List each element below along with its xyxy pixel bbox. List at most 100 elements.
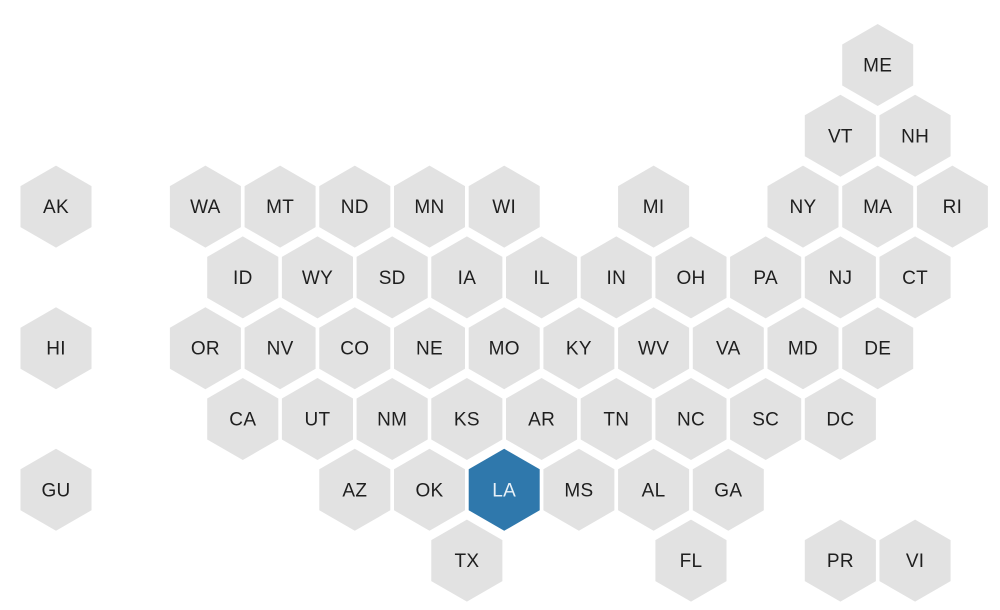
- state-tile-vt[interactable]: VT: [804, 94, 876, 177]
- state-hex-id[interactable]: [207, 236, 279, 319]
- state-tile-sc[interactable]: SC: [730, 378, 802, 460]
- state-tile-de[interactable]: DE: [842, 307, 914, 390]
- state-tile-wy[interactable]: WY: [281, 236, 353, 319]
- state-tile-nm[interactable]: NM: [356, 378, 428, 460]
- state-tile-vi[interactable]: VI: [879, 519, 951, 602]
- state-hex-ok[interactable]: [394, 448, 465, 531]
- state-tile-nc[interactable]: NC: [655, 378, 727, 460]
- state-tile-nj[interactable]: NJ: [804, 236, 876, 319]
- state-tile-pa[interactable]: PA: [730, 236, 802, 319]
- state-hex-il[interactable]: [506, 236, 578, 319]
- state-tile-wa[interactable]: WA: [169, 165, 241, 248]
- state-tile-ga[interactable]: GA: [692, 448, 764, 531]
- state-hex-mt[interactable]: [244, 165, 316, 248]
- state-hex-oh[interactable]: [655, 236, 727, 319]
- state-hex-ks[interactable]: [431, 378, 503, 460]
- state-hex-md[interactable]: [767, 307, 839, 390]
- state-hex-nj[interactable]: [804, 236, 876, 319]
- state-tile-co[interactable]: CO: [319, 307, 391, 390]
- state-hex-ca[interactable]: [207, 378, 279, 460]
- state-tile-me[interactable]: ME: [842, 24, 914, 106]
- state-hex-fl[interactable]: [655, 519, 727, 602]
- state-hex-me[interactable]: [842, 24, 914, 106]
- state-hex-vi[interactable]: [879, 519, 951, 602]
- state-tile-wi[interactable]: WI: [468, 165, 540, 248]
- state-hex-mn[interactable]: [394, 165, 465, 248]
- state-hex-ia[interactable]: [431, 236, 503, 319]
- state-tile-ks[interactable]: KS: [431, 378, 503, 460]
- state-hex-nv[interactable]: [244, 307, 316, 390]
- state-tile-tx[interactable]: TX: [431, 519, 503, 602]
- state-tile-ma[interactable]: MA: [842, 165, 914, 248]
- state-tile-ms[interactable]: MS: [543, 448, 615, 531]
- state-hex-va[interactable]: [692, 307, 764, 390]
- state-tile-il[interactable]: IL: [506, 236, 578, 319]
- state-hex-ny[interactable]: [767, 165, 839, 248]
- state-hex-sc[interactable]: [730, 378, 802, 460]
- state-hex-ma[interactable]: [842, 165, 914, 248]
- state-tile-or[interactable]: OR: [169, 307, 241, 390]
- state-tile-ne[interactable]: NE: [394, 307, 465, 390]
- state-hex-wi[interactable]: [468, 165, 540, 248]
- state-tile-la[interactable]: LA: [468, 448, 540, 531]
- state-tile-nd[interactable]: ND: [319, 165, 391, 248]
- state-tile-md[interactable]: MD: [767, 307, 839, 390]
- state-tile-pr[interactable]: PR: [804, 519, 876, 602]
- state-tile-ct[interactable]: CT: [879, 236, 951, 319]
- state-hex-mi[interactable]: [618, 165, 690, 248]
- state-hex-gu[interactable]: [20, 448, 92, 531]
- state-tile-va[interactable]: VA: [692, 307, 764, 390]
- state-tile-ny[interactable]: NY: [767, 165, 839, 248]
- state-hex-in[interactable]: [580, 236, 652, 319]
- state-hex-nc[interactable]: [655, 378, 727, 460]
- state-hex-ar[interactable]: [506, 378, 578, 460]
- state-tile-mi[interactable]: MI: [618, 165, 690, 248]
- state-tile-fl[interactable]: FL: [655, 519, 727, 602]
- state-tile-ca[interactable]: CA: [207, 378, 279, 460]
- state-tile-mn[interactable]: MN: [394, 165, 465, 248]
- state-hex-vt[interactable]: [804, 94, 876, 177]
- state-tile-ri[interactable]: RI: [916, 165, 988, 248]
- state-hex-ct[interactable]: [879, 236, 951, 319]
- state-tile-sd[interactable]: SD: [356, 236, 428, 319]
- state-hex-mo[interactable]: [468, 307, 540, 390]
- state-hex-ak[interactable]: [20, 165, 92, 248]
- state-hex-wv[interactable]: [618, 307, 690, 390]
- state-hex-tx[interactable]: [431, 519, 503, 602]
- state-hex-az[interactable]: [319, 448, 391, 531]
- state-tile-gu[interactable]: GU: [20, 448, 92, 531]
- state-tile-ok[interactable]: OK: [394, 448, 465, 531]
- state-hex-nd[interactable]: [319, 165, 391, 248]
- state-tile-dc[interactable]: DC: [804, 378, 876, 460]
- state-hex-or[interactable]: [169, 307, 241, 390]
- state-tile-ky[interactable]: KY: [543, 307, 615, 390]
- state-hex-tn[interactable]: [580, 378, 652, 460]
- state-hex-wy[interactable]: [281, 236, 353, 319]
- state-tile-mo[interactable]: MO: [468, 307, 540, 390]
- state-hex-hi[interactable]: [20, 307, 92, 390]
- state-tile-az[interactable]: AZ: [319, 448, 391, 531]
- state-tile-mt[interactable]: MT: [244, 165, 316, 248]
- state-hex-ky[interactable]: [543, 307, 615, 390]
- state-hex-dc[interactable]: [804, 378, 876, 460]
- state-hex-nm[interactable]: [356, 378, 428, 460]
- state-tile-ar[interactable]: AR: [506, 378, 578, 460]
- state-tile-oh[interactable]: OH: [655, 236, 727, 319]
- state-hex-pr[interactable]: [804, 519, 876, 602]
- state-tile-nv[interactable]: NV: [244, 307, 316, 390]
- state-hex-ga[interactable]: [692, 448, 764, 531]
- state-hex-sd[interactable]: [356, 236, 428, 319]
- state-hex-ne[interactable]: [394, 307, 465, 390]
- state-hex-nh[interactable]: [879, 94, 951, 177]
- state-tile-tn[interactable]: TN: [580, 378, 652, 460]
- state-hex-ri[interactable]: [916, 165, 988, 248]
- state-tile-in[interactable]: IN: [580, 236, 652, 319]
- state-tile-hi[interactable]: HI: [20, 307, 92, 390]
- state-tile-nh[interactable]: NH: [879, 94, 951, 177]
- state-hex-de[interactable]: [842, 307, 914, 390]
- state-hex-la[interactable]: [468, 448, 540, 531]
- state-hex-ms[interactable]: [543, 448, 615, 531]
- state-hex-pa[interactable]: [730, 236, 802, 319]
- state-tile-id[interactable]: ID: [207, 236, 279, 319]
- state-tile-ak[interactable]: AK: [20, 165, 92, 248]
